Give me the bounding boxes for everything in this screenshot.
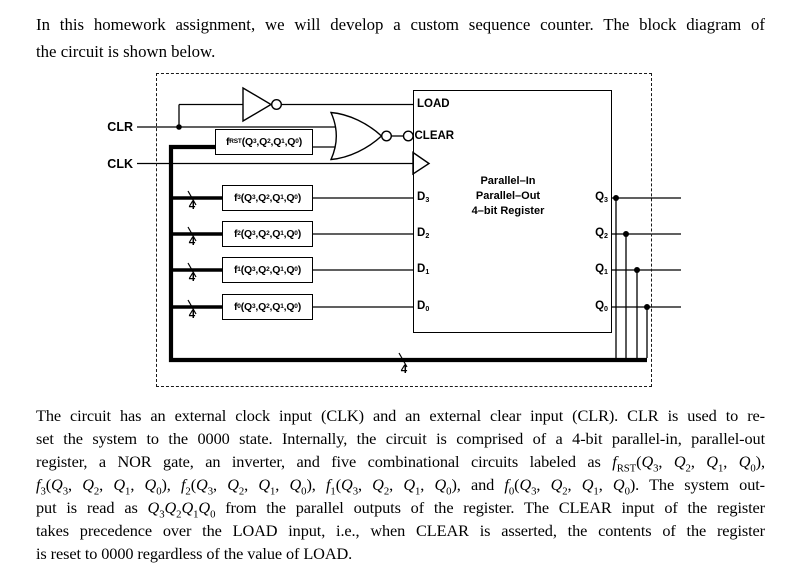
register-clear-port-label: CLEAR: [414, 129, 455, 142]
register-title-line3: 4–bit Register: [471, 205, 545, 217]
feedback-bus: [168, 144, 647, 363]
slash-f0: [187, 299, 197, 315]
register-title-line2: Parallel–Out: [475, 190, 541, 202]
text-line: the circuit is shown below.: [36, 42, 216, 61]
signal-wires: [137, 103, 681, 358]
bus-width-slashes: [187, 190, 408, 368]
register-q0-port-label: Q0: [595, 300, 608, 314]
text-line: The circuit has an external clock input …: [36, 406, 765, 425]
nor-output-bubble: [381, 130, 393, 142]
q3-junction-dot: [613, 195, 619, 201]
q2-junction-dot: [623, 231, 629, 237]
bus-width-4-label: 4: [188, 236, 196, 248]
register-block: [413, 90, 612, 333]
bus-width-4-label: 4: [188, 309, 196, 321]
feedback-bus-main: [168, 144, 647, 363]
text-line: is reset to 0000 regardless of the value…: [36, 544, 353, 563]
bus-width-4-label: 4: [188, 200, 196, 212]
slash-f3: [187, 190, 197, 206]
text-line: takes precedence over the LOAD input, i.…: [36, 521, 765, 540]
junction-dots: [176, 124, 650, 310]
slash-f2: [187, 226, 197, 242]
register-d2-port-label: D2: [417, 227, 430, 241]
inverter-gate: [242, 86, 273, 123]
text-line: f3(Q3, Q2, Q1, Q0), f2(Q3, Q2, Q1, Q0), …: [36, 475, 765, 498]
bus-width-4-label: 4: [400, 364, 408, 376]
clk-input-label: CLK: [107, 156, 133, 171]
clr-input-label: CLR: [107, 120, 133, 134]
slash-f1: [187, 262, 197, 278]
clr-junction-dot: [176, 124, 182, 130]
register-q2-port-label: Q2: [595, 227, 608, 241]
register-title: Parallel–In Parallel–Out 4–bit Register: [428, 174, 588, 219]
register-q1-port-label: Q1: [595, 263, 608, 277]
register-load-port-label: LOAD: [417, 98, 450, 110]
text-line: register, a NOR gate, an inverter, and f…: [36, 452, 765, 475]
slash-bottom-bus: [398, 352, 408, 368]
register-d3-port-label: D3: [417, 191, 430, 205]
bus-width-4-label: 4: [188, 272, 196, 284]
q1-junction-dot: [634, 267, 640, 273]
q0-junction-dot: [644, 304, 650, 310]
description-paragraph: The circuit has an external clock input …: [36, 404, 765, 565]
text-line: set the system to the 0000 state. Intern…: [36, 429, 765, 448]
logic-gates: [242, 86, 431, 176]
register-d0-port-label: D0: [417, 300, 430, 314]
intro-paragraph: In this homework assignment, we will dev…: [36, 11, 765, 65]
register-q3-port-label: Q3: [595, 191, 608, 205]
register-title-line1: Parallel–In: [480, 175, 536, 187]
diagram-dashed-border: [156, 73, 652, 387]
inverter-bubble: [271, 98, 283, 110]
nor-gate: [329, 111, 383, 161]
text-line: In this homework assignment, we will dev…: [36, 15, 765, 34]
register-d1-port-label: D1: [417, 263, 430, 277]
text-line: put is read as Q3Q2Q1Q0 from the paralle…: [36, 498, 765, 521]
